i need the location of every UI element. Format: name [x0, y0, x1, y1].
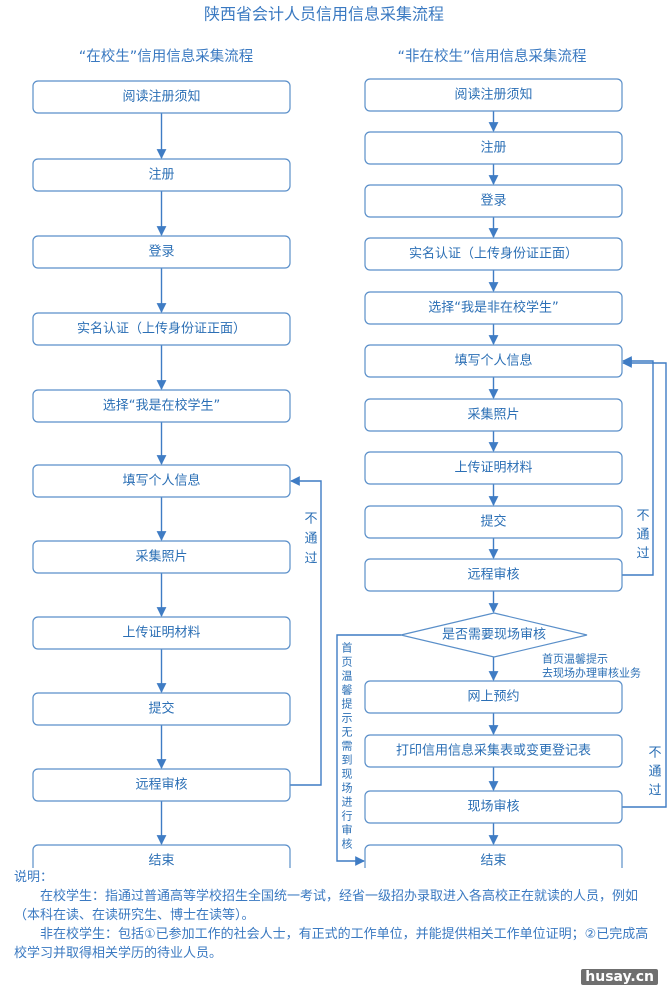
right-loop-label-1-2: 过 — [636, 547, 649, 562]
no-note-13: 审 — [342, 823, 353, 837]
right-loop-arrow-2 — [622, 358, 667, 808]
left-step-9 — [32, 768, 291, 802]
right-after-step-2-label: 现场审核 — [467, 800, 519, 815]
right-loop-arrow-1 — [622, 356, 654, 576]
right-step-9 — [364, 558, 623, 592]
right-step-1-label: 注册 — [480, 141, 506, 156]
left-step-9-label: 远程审核 — [135, 778, 187, 793]
no-note-10: 场 — [342, 781, 353, 795]
no-note-6: 无 — [342, 726, 353, 739]
no-note-2: 温 — [342, 670, 353, 683]
right-step-6 — [364, 398, 623, 432]
notes-non-student-definition: 非在校学生：包括①已参加工作的社会人士，有正式的工作单位，并能提供相关工作单位证… — [14, 927, 649, 961]
right-step-4-label: 选择“我是非在校学生” — [428, 300, 558, 316]
left-step-5-label: 填写个人信息 — [122, 473, 200, 489]
right-step-8-label: 提交 — [480, 514, 506, 530]
right-step-2 — [364, 184, 623, 218]
left-loop-label-1: 通 — [304, 532, 317, 547]
left-loop-label-2: 过 — [304, 552, 317, 567]
no-note-1: 页 — [342, 656, 353, 669]
right-after-step-3-label: 结束 — [480, 854, 506, 869]
left-step-5 — [32, 464, 291, 498]
yes-note-line-1: 去现场办理审核业务 — [542, 666, 641, 680]
right-step-6-label: 采集照片 — [467, 407, 519, 423]
right-step-5-label: 填写个人信息 — [454, 353, 532, 369]
no-note-14: 核 — [342, 837, 353, 851]
right-after-step-1 — [364, 734, 623, 768]
right-step-1 — [364, 131, 623, 165]
right-step-5 — [364, 344, 623, 378]
right-step-7 — [364, 451, 623, 485]
left-heading: “在校生”信用信息采集流程 — [79, 48, 254, 65]
notes-student-definition: 在校学生：指通过普通高等学校招生全国统一考试，经省一级招办录取进入各高校正在就读… — [14, 889, 639, 923]
right-step-9-label: 远程审核 — [467, 568, 519, 583]
left-step-4-label: 选择“我是在校学生” — [103, 398, 220, 414]
explanation-notes: 说明： 在校学生：指通过普通高等学校招生全国统一考试，经省一级招办录取进入各高校… — [14, 868, 654, 963]
right-step-7-label: 上传证明材料 — [454, 461, 532, 476]
left-step-1-label: 注册 — [148, 168, 174, 183]
right-heading: “非在校生”信用信息采集流程 — [397, 48, 586, 65]
left-step-8-label: 提交 — [148, 701, 174, 717]
flowchart: 陕西省会计人员信用信息采集流程 “在校生”信用信息采集流程 “非在校生”信用信息采集… — [32, 5, 667, 869]
notes-label: 说明： — [14, 870, 54, 885]
decision-diamond — [400, 612, 588, 658]
left-loop-label-0: 不 — [304, 512, 317, 527]
left-step-7-label: 上传证明材料 — [122, 626, 200, 641]
right-step-0 — [364, 78, 623, 112]
right-step-8 — [364, 505, 623, 539]
no-note-3: 馨 — [342, 683, 353, 697]
decision-no-arrow — [336, 634, 401, 866]
no-note-12: 行 — [342, 810, 353, 823]
left-step-4 — [32, 389, 291, 423]
right-after-step-0 — [364, 680, 623, 714]
left-step-10-label: 结束 — [148, 854, 174, 869]
left-step-0-label: 阅读注册须知 — [122, 89, 200, 105]
right-step-0-label: 阅读注册须知 — [454, 87, 532, 103]
right-loop-label-2-1: 通 — [648, 765, 661, 780]
right-after-step-3 — [364, 844, 623, 868]
left-step-6-label: 采集照片 — [135, 549, 187, 565]
right-step-3 — [364, 237, 623, 271]
right-loop-label-1-1: 通 — [636, 528, 649, 543]
watermark-logo: husay.cn — [581, 969, 658, 985]
left-loop-arrow — [290, 476, 322, 786]
left-step-2 — [32, 235, 291, 269]
right-after-step-2 — [364, 790, 623, 824]
no-note-11: 进 — [342, 796, 353, 809]
yes-note-line-0: 首页温馨提示 — [542, 652, 608, 666]
left-step-10 — [32, 844, 291, 868]
right-step-3-label: 实名认证（上传身份证正面） — [409, 246, 578, 262]
right-step-4 — [364, 291, 623, 325]
page-title: 陕西省会计人员信用信息采集流程 — [204, 5, 444, 24]
left-step-7 — [32, 616, 291, 650]
no-note-9: 现 — [342, 768, 353, 781]
decision-label: 是否需要现场审核 — [442, 628, 546, 643]
left-step-6 — [32, 540, 291, 574]
no-note-7: 需 — [342, 740, 353, 753]
no-note-5: 示 — [342, 712, 353, 725]
left-step-3-label: 实名认证（上传身份证正面） — [77, 321, 246, 337]
left-step-2-label: 登录 — [148, 245, 174, 260]
no-note-4: 提 — [342, 698, 353, 711]
no-note-8: 到 — [342, 754, 353, 767]
left-step-1 — [32, 158, 291, 192]
right-loop-label-1-0: 不 — [636, 509, 649, 524]
left-step-8 — [32, 692, 291, 726]
left-step-0 — [32, 80, 291, 114]
right-after-step-0-label: 网上预约 — [467, 690, 519, 705]
left-step-3 — [32, 312, 291, 346]
right-loop-label-2-2: 过 — [648, 784, 661, 799]
right-step-2-label: 登录 — [480, 194, 506, 209]
right-loop-label-2-0: 不 — [648, 746, 661, 761]
right-after-step-1-label: 打印信用信息采集表或变更登记表 — [396, 743, 591, 759]
no-note-0: 首 — [342, 641, 353, 655]
